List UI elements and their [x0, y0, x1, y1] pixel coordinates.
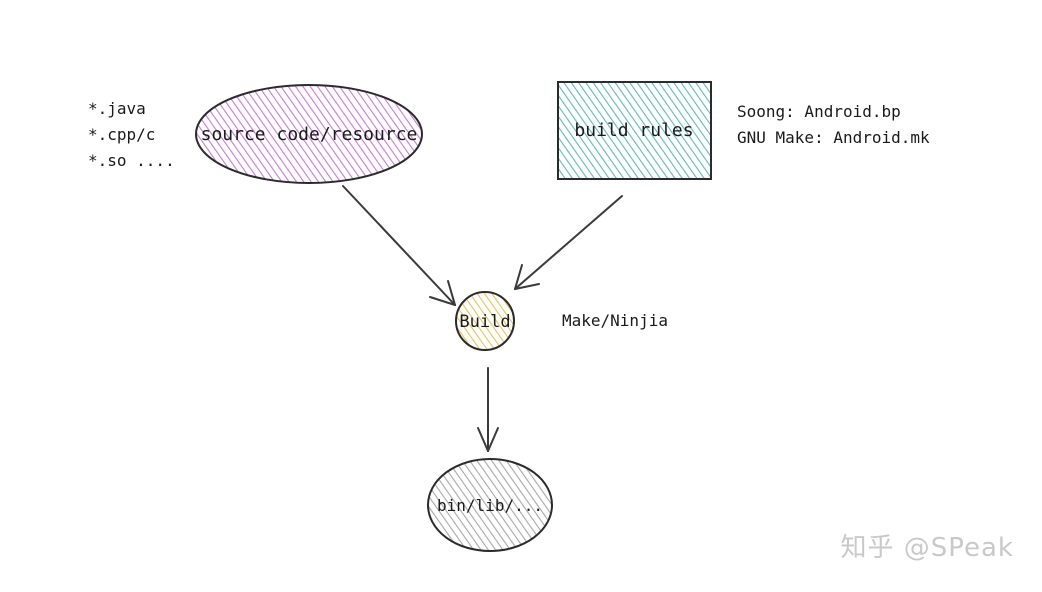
source-types-note: *.java *.cpp/c *.so .... — [88, 96, 175, 174]
node-build-rules: build rules — [557, 81, 712, 180]
node-build-rules-label: build rules — [574, 120, 693, 141]
node-output: bin/lib/... — [427, 458, 553, 552]
arrow-rules-to-build — [514, 195, 623, 290]
node-build: Build — [455, 291, 515, 351]
node-source-label: source code/resource — [201, 124, 418, 145]
build-rules-note: Soong: Android.bp GNU Make: Android.mk — [737, 99, 930, 151]
source-type-item: *.cpp/c — [88, 125, 156, 144]
build-rule-item: Soong: Android.bp — [737, 102, 901, 121]
arrow-build-to-output — [477, 367, 499, 452]
node-build-label: Build — [459, 312, 510, 332]
build-rule-item: GNU Make: Android.mk — [737, 128, 930, 147]
arrow-source-to-build — [342, 185, 456, 306]
build-tool-note: Make/Ninjia — [562, 311, 668, 330]
source-type-item: *.so .... — [88, 151, 175, 170]
node-source: source code/resource — [195, 84, 423, 184]
node-output-label: bin/lib/... — [437, 496, 543, 515]
watermark: 知乎 @SPeak — [840, 533, 1014, 563]
source-type-item: *.java — [88, 99, 146, 118]
